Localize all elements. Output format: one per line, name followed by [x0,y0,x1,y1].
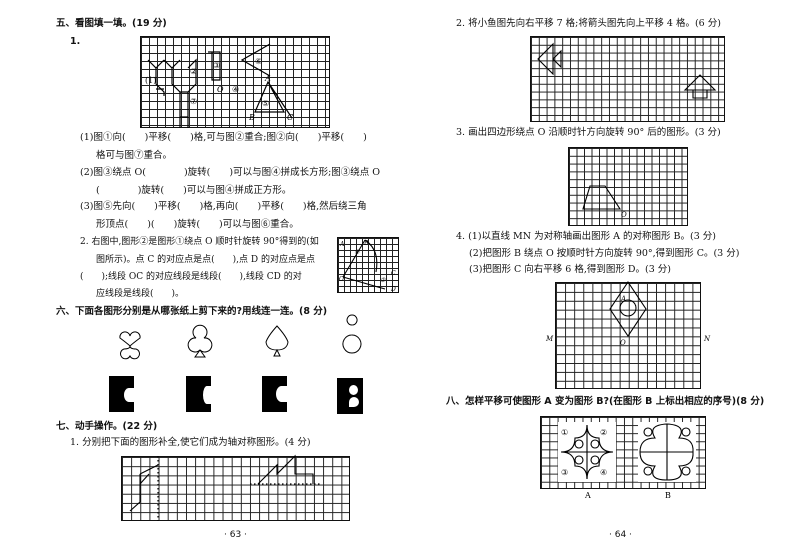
spade-shape[interactable] [265,325,289,357]
page-number: · 64 · [609,530,632,540]
q2-line: 应线段是线段( )。 [96,289,185,299]
q4-line: (3)把图形 C 向右平移 6 格,得到图形 D。(3 分) [469,264,671,275]
question-number: 1. [70,36,81,47]
figure-a-caption: A [584,491,591,500]
fig-label: ③ [213,61,220,70]
fig-label: D [390,286,396,293]
q2-grid [337,237,399,293]
s7-question-1: 1. 分别把下面的图形补全,使它们成为轴对称图形。(4 分) [70,437,311,448]
fig-label: ① [354,249,360,256]
fig-label: C [391,270,396,277]
figure-b-caption: B [665,491,671,500]
q2-text: 2. 将小鱼图先向右平移 7 格;将箭头图先向上平移 4 格。(6 分) [456,18,721,29]
section-7-title: 七、动手操作。(22 分) [56,421,158,432]
fig-label: ④ [232,85,239,94]
fig-label: ⑥ [255,57,262,66]
fig-label: C [287,113,293,122]
rotation-grid [568,147,688,226]
paper-2[interactable] [186,376,211,412]
page-number: · 63 · [224,530,247,540]
q1-line: (3)图⑤先向( )平移( )格,再向( )平移( )格,然后绕三角 [80,201,367,212]
q1-line: (1)图①向( )平移( )格,可与图②重合;图②向( )平移( ) [80,132,367,143]
piece-number: ① [561,428,568,437]
q1-line: ( )旋转( )可以与图④拼成正方形。 [96,185,292,196]
point-n-label: N [703,335,711,343]
fig-label: A [339,241,345,248]
paper-3[interactable] [262,376,287,412]
fig-label: ⑤ [262,99,269,108]
clover-shape[interactable] [119,331,141,360]
fig-label: O [339,276,344,283]
section-5-title: 五、看图填一填。(19 分) [56,18,167,29]
q4-line: 4. (1)以直线 MN 为对称轴画出图形 A 的对称图形 B。(3 分) [456,231,716,242]
fish-arrow-grid [530,36,725,122]
q2-line: 图所示)。点 C 的对应点是点( ),点 D 的对应点是点 [96,255,315,265]
fig-label: (1) [145,76,156,85]
paper-4[interactable] [337,378,363,414]
q2-line: ( );线段 OC 的对应线段是线段( ),线段 CD 的对 [80,272,302,282]
symmetry-grid [121,456,350,521]
fig-label: B [363,240,369,247]
fig-label: ② [380,277,386,284]
figure-a-label: A [620,295,626,303]
fig-label: A [264,74,271,83]
q2-line: 2. 右图中,图形②是图形①绕点 O 顺时针旋转 90°得到的(如 [80,237,319,247]
fig-label: O [217,85,224,94]
piece-number: ③ [561,468,568,477]
fig-label: B [248,113,255,122]
piece-number: ④ [600,468,607,477]
point-m-label: M [545,335,554,343]
gourd-shape[interactable] [342,314,362,354]
paper-1[interactable] [109,376,134,412]
q3-text: 3. 画出四边形绕点 O 沿顺时针方向旋转 90° 后的图形。(3 分) [456,127,721,138]
section-8-title: 八、怎样平移可使图形 A 变为图形 B?(在图形 B 上标出相应的序号)(8 分… [446,396,765,407]
club-shape[interactable] [187,324,213,358]
q1-line: 形顶点( )( )旋转( )可以与图⑥重合。 [96,219,299,230]
fig-label: ⑦ [190,97,197,106]
piece-number: ② [600,428,607,437]
section-6-title: 六、下面各图形分别是从哪张纸上剪下来的?用线连一连。(8 分) [56,306,328,317]
point-o-label: O [621,211,627,219]
q1-line: (2)图③绕点 O( )旋转( )可以与图④拼成长方形;图③绕点 O [80,167,381,178]
q1-line: 格可与图⑦重合。 [96,150,173,161]
point-o-label: O [620,339,626,347]
q4-line: (2)把图形 B 绕点 O 按顺时针方向旋转 90°,得到图形 C。(3 分) [469,248,740,259]
fig-label: ② [190,67,197,76]
